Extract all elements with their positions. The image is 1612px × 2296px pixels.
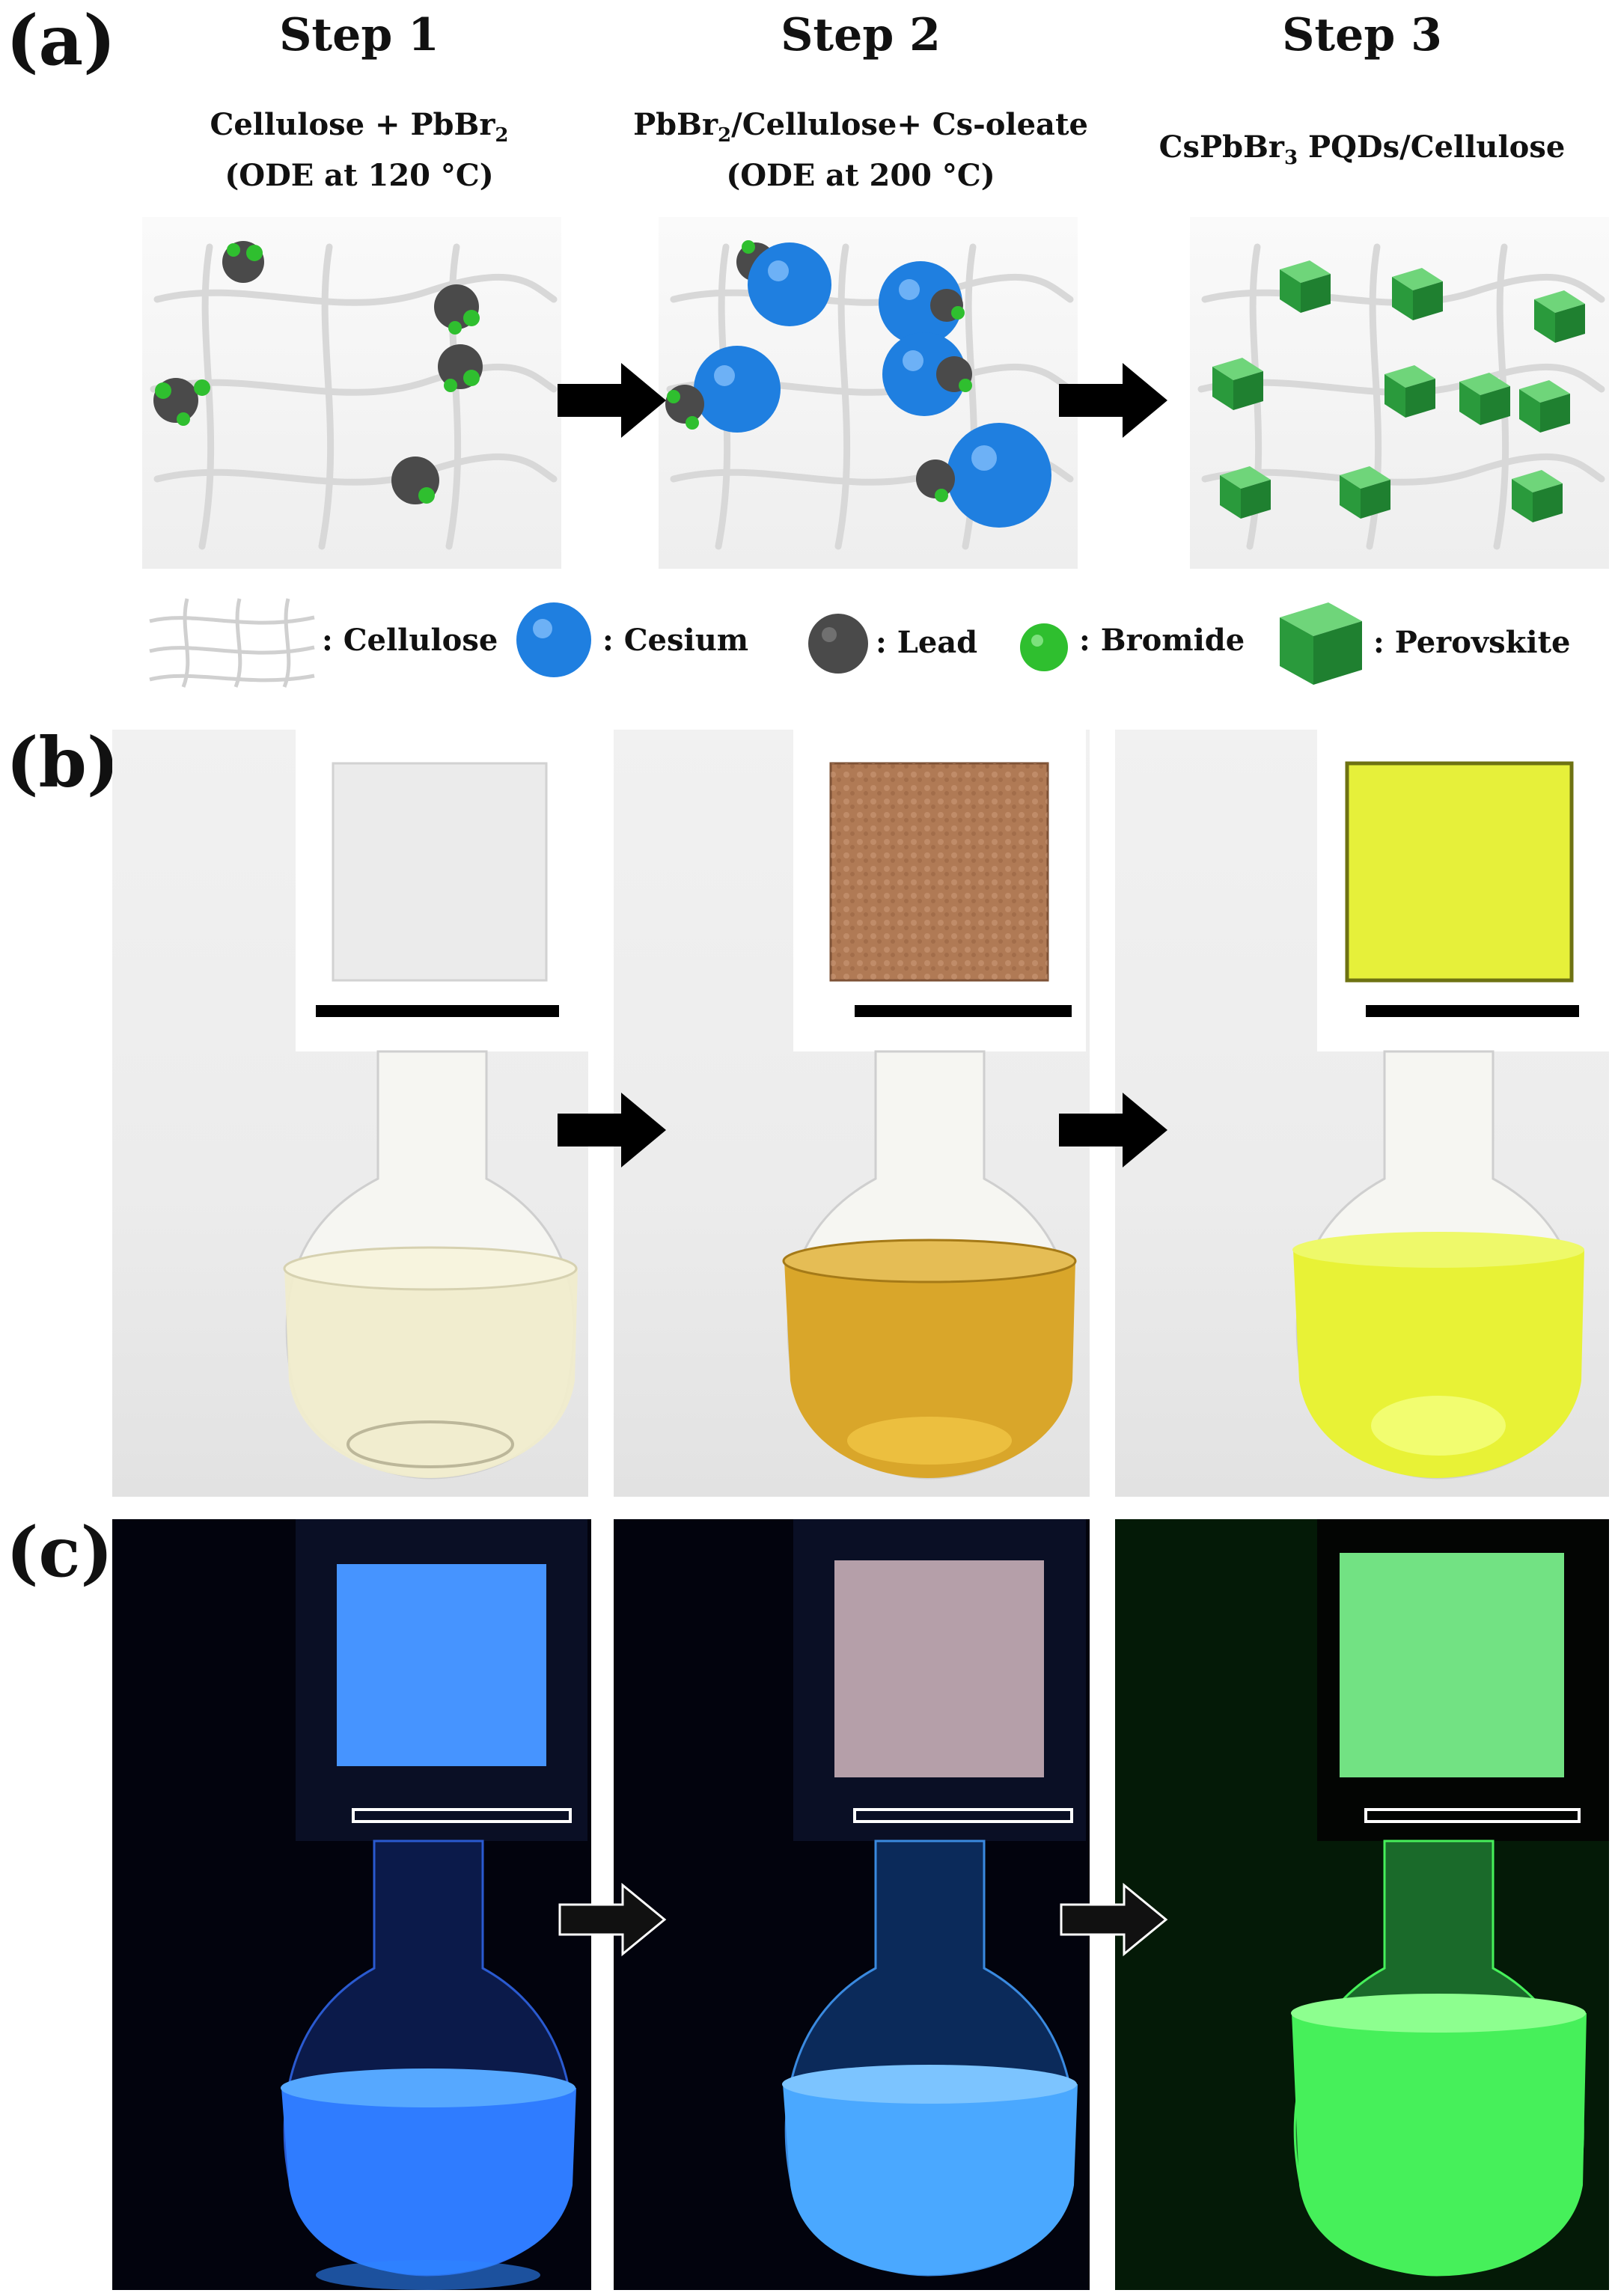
perovskite-cube xyxy=(1512,470,1563,522)
legend-bromide-icon xyxy=(1020,623,1068,671)
liquid-uv-green xyxy=(1292,2002,1587,2275)
perovskite-cube xyxy=(1340,466,1390,519)
scale-bar xyxy=(316,1005,559,1017)
legend-lead-icon xyxy=(808,614,868,674)
step-2-condition: PbBr2/Cellulose+ Cs-oleate (ODE at 200 °… xyxy=(633,107,1088,193)
step-3-condition: CsPbBr3 PQDs/Cellulose xyxy=(1158,129,1566,169)
legend-perovskite-label: : Perovskite xyxy=(1373,625,1571,660)
liquid-uv-blue xyxy=(281,2077,576,2275)
perovskite-cube xyxy=(1220,466,1271,519)
step-1-condition: Cellulose + PbBr2 (ODE at 120 °C) xyxy=(210,107,509,193)
photo-b-step3 xyxy=(1115,730,1609,1497)
step-2-schematic xyxy=(659,217,1078,569)
panel-label-b: (b) xyxy=(6,722,120,803)
step-1-schematic xyxy=(142,217,561,569)
perovskite-cube xyxy=(1459,373,1510,425)
paper-sample-yellow xyxy=(1345,761,1574,983)
arrow-step2-to-step3 xyxy=(1059,363,1167,438)
legend-cellulose-icon xyxy=(149,598,315,688)
scale-bar xyxy=(855,1005,1072,1017)
photo-b-step2 xyxy=(614,730,1090,1497)
arrow-b-2 xyxy=(1059,1093,1167,1167)
panel-label-c: (c) xyxy=(6,1512,114,1593)
liquid-yellow xyxy=(1293,1241,1584,1478)
scale-bar xyxy=(352,1808,572,1823)
perovskite-cube xyxy=(1384,365,1435,418)
scale-bar xyxy=(1364,1808,1581,1823)
legend-lead-label: : Lead xyxy=(876,625,978,660)
legend-cesium-label: : Cesium xyxy=(602,623,749,658)
legend-perovskite-icon xyxy=(1280,602,1362,685)
legend-cesium-icon xyxy=(516,602,591,677)
legend-cellulose-label: : Cellulose xyxy=(322,623,498,658)
liquid-amber xyxy=(784,1250,1075,1478)
paper-sample-uv-blue xyxy=(337,1564,546,1766)
perovskite-cube xyxy=(1534,290,1585,343)
liquid-uv-light-blue xyxy=(783,2073,1078,2275)
perovskite-cube xyxy=(1392,268,1443,320)
step-1-title: Step 1 xyxy=(279,9,439,61)
arrow-step1-to-step2 xyxy=(558,363,666,438)
arrow-c-1 xyxy=(558,1882,667,1957)
scale-bar xyxy=(1366,1005,1579,1017)
arrow-b-1 xyxy=(558,1093,666,1167)
photo-c-step1 xyxy=(112,1519,591,2290)
perovskite-cube xyxy=(1519,380,1570,433)
perovskite-cube xyxy=(1280,260,1331,313)
panel-label-a: (a) xyxy=(6,0,116,81)
paper-sample-white xyxy=(332,762,548,982)
paper-sample-uv-green xyxy=(1340,1553,1564,1777)
scale-bar xyxy=(853,1808,1073,1823)
liquid-clear xyxy=(284,1251,578,1478)
step-2-title: Step 2 xyxy=(781,9,941,61)
legend-bromide-label: : Bromide xyxy=(1079,623,1245,658)
photo-b-step1 xyxy=(112,730,588,1497)
photo-c-step3 xyxy=(1115,1519,1609,2290)
legend: : Cellulose : Cesium : Lead : Bromide : … xyxy=(142,591,1609,689)
perovskite-cube xyxy=(1212,358,1263,410)
photo-c-step2 xyxy=(614,1519,1090,2290)
arrow-c-2 xyxy=(1060,1882,1168,1957)
step-3-title: Step 3 xyxy=(1282,9,1442,61)
paper-sample-uv-pale xyxy=(834,1560,1044,1777)
step-3-schematic xyxy=(1190,217,1609,569)
